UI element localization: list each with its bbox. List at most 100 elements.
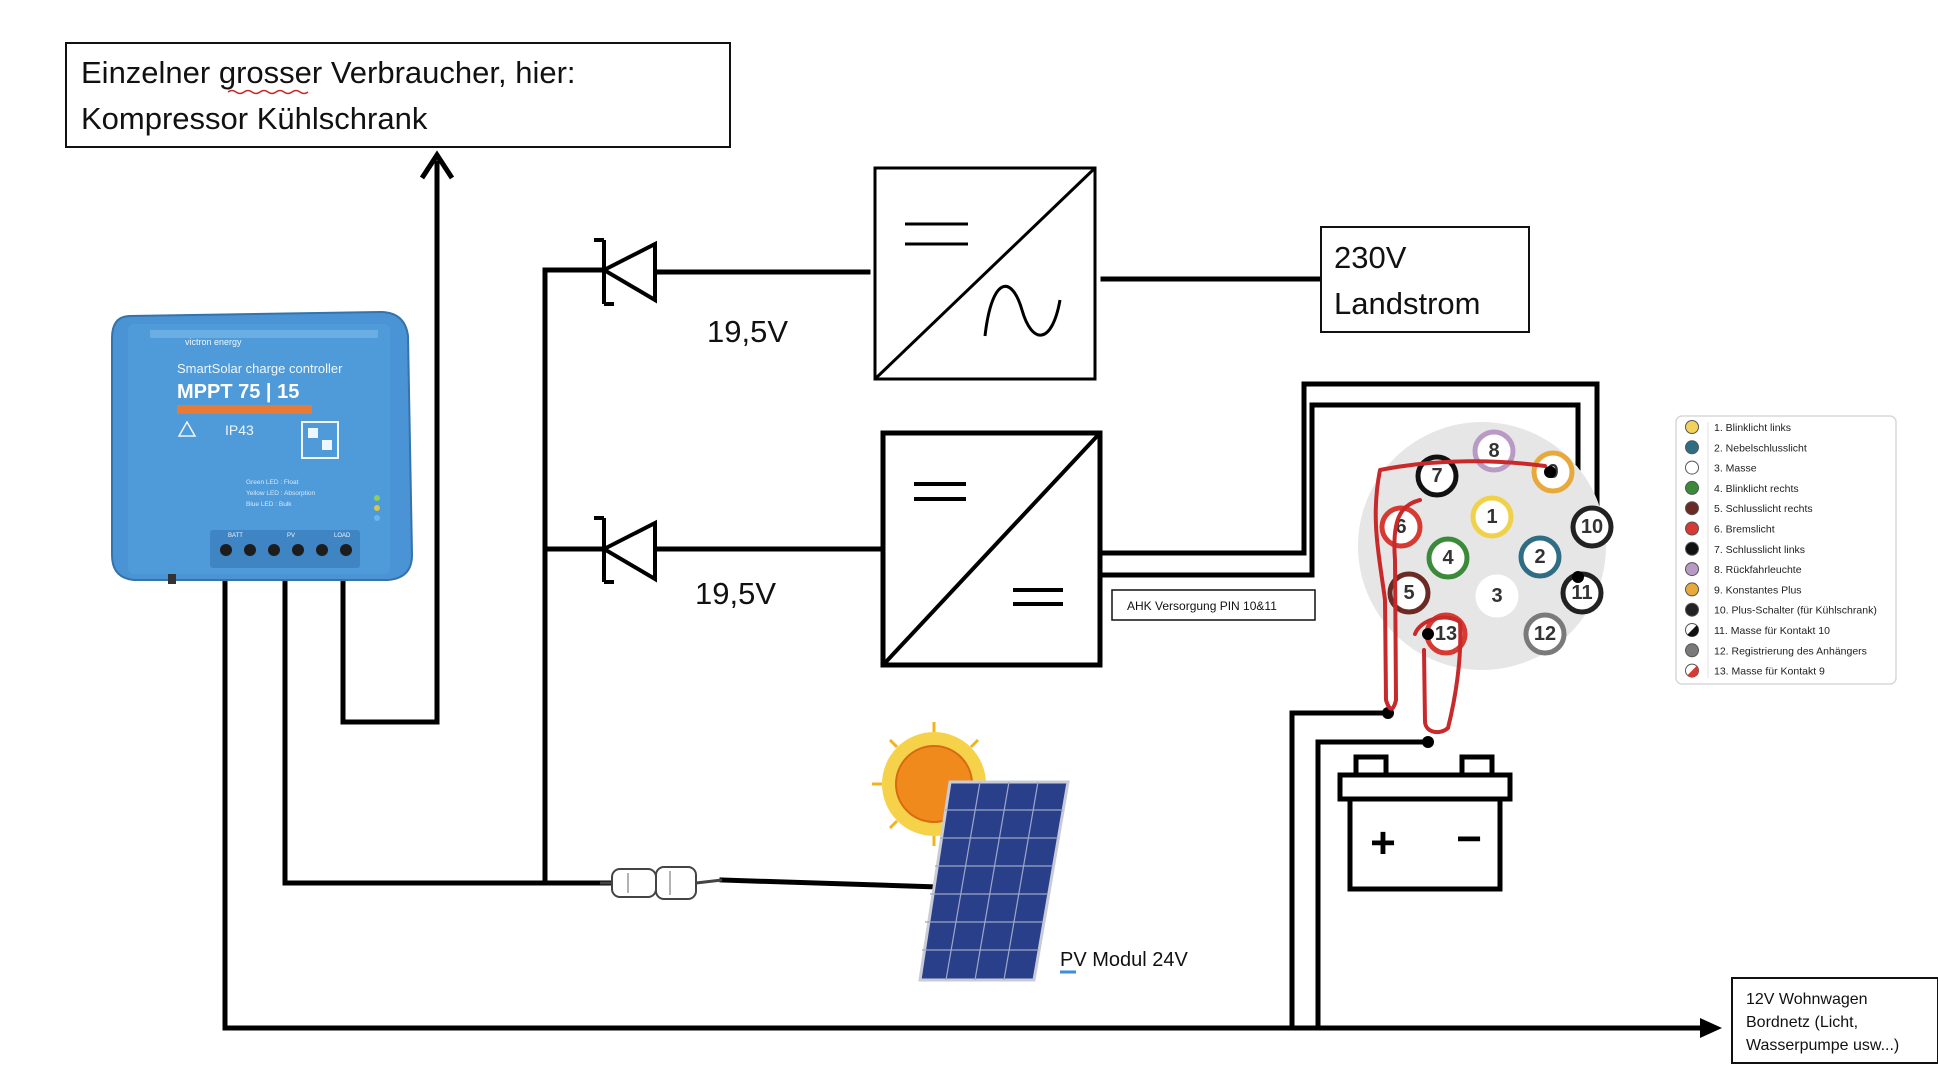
ahk-label: AHK Versorgung PIN 10&11 [1127,599,1277,613]
legend-swatch [1685,582,1699,597]
legend-swatch [1685,541,1699,556]
legend-swatch [1685,521,1699,536]
legend-label: 11. Masse für Kontakt 10 [1714,625,1830,637]
legend-swatch [1685,420,1699,434]
consumer-label-line1: Einzelner grosser Verbraucher, hier: [81,55,576,90]
red-wiring [1373,459,1547,735]
socket-pin-8: 8 [1472,429,1516,473]
legend-swatch-half [1687,666,1699,678]
battery-minus: − [1456,815,1482,864]
bordnetz-label-line2: Bordnetz (Licht, [1746,1014,1858,1031]
legend-row: 9. Konstantes Plus [1685,582,1802,597]
controller-subtitle: SmartSolar charge controller [177,361,343,376]
controller-led-2: Yellow LED : Absorption [246,490,316,497]
svg-text:2: 2 [1534,546,1545,568]
legend-row: 12. Registrierung des Anhängers [1685,643,1867,658]
dc-dc-converter [880,430,1103,668]
legend-swatch-half [1687,625,1699,637]
ahk-label-box: AHK Versorgung PIN 10&11 [1111,589,1316,621]
socket-pins: 1 2 3 4 5 6 7 8 9 10 11 12 13 [1379,429,1614,656]
legend-row: 13. Masse für Kontakt 9 [1685,663,1825,678]
svg-text:7: 7 [1431,465,1442,487]
svg-text:6: 6 [1395,516,1406,538]
legend-row: 8. Rückfahrleuchte [1685,562,1802,577]
legend-swatch [1685,602,1699,617]
socket-pin-2: 2 [1518,535,1562,579]
battery-plus: + [1370,819,1396,868]
legend-row: 5. Schlusslicht rechts [1685,501,1813,516]
diode-upper [594,238,657,306]
legend-swatch [1685,501,1699,516]
legend-row: 6. Bremslicht [1685,521,1775,536]
legend-row: 1. Blinklicht links [1685,420,1791,434]
bordnetz-label-line1: 12V Wohnwagen [1746,991,1868,1008]
landstrom-box: 230V Landstrom [1320,226,1530,333]
legend-label: 13. Masse für Kontakt 9 [1714,666,1825,678]
pin-legend: 1. Blinklicht links 2. Nebelschlusslicht 3… [1675,415,1897,685]
legend-swatch [1685,460,1699,475]
legend-label: 2. Nebelschlusslicht [1714,442,1807,454]
legend-label: 3. Masse [1714,463,1757,475]
socket-pin-5: 5 [1387,571,1431,615]
landstrom-label-line2: Landstrom [1334,286,1480,321]
controller-led-3: Blue LED : Bulk [246,501,292,508]
svg-text:1: 1 [1486,506,1497,528]
legend-row: 2. Nebelschlusslicht [1685,440,1807,455]
voltage-label-upper: 19,5V [707,314,788,349]
terminal-label-load: LOAD [334,533,351,539]
legend-row: 11. Masse für Kontakt 10 [1685,623,1830,637]
legend-row: 7. Schlusslicht links [1685,541,1805,556]
socket-pin-3: 3 [1475,574,1519,618]
svg-text:13: 13 [1435,623,1457,645]
controller-led-1: Green LED : Float [246,479,299,486]
terminal-label-batt: BATT [228,533,243,539]
battery-icon: + − [1337,754,1513,892]
legend-label: 6. Bremslicht [1714,524,1775,536]
legend-swatch [1685,643,1699,658]
ac-dc-converter [873,166,1097,381]
legend-swatch [1685,440,1699,455]
svg-text:3: 3 [1491,585,1502,607]
legend-row: 3. Masse [1685,460,1757,475]
consumer-box: Einzelner grosser Verbraucher, hier: Kom… [65,42,731,148]
landstrom-label-line1: 230V [1334,240,1407,275]
controller-ip-rating: IP43 [225,422,254,438]
controller-model: MPPT 75 | 15 [177,381,299,403]
terminal-label-pv: PV [287,533,295,539]
pv-panel [918,780,1070,982]
legend-row: 4. Blinklicht rechts [1685,480,1799,495]
socket-pin-10: 10 [1570,505,1614,549]
svg-text:12: 12 [1534,623,1556,645]
legend-label: 12. Registrierung des Anhängers [1714,645,1867,657]
svg-text:11: 11 [1571,582,1592,604]
wires [222,150,1722,1038]
legend-label: 5. Schlusslicht rechts [1714,503,1813,515]
socket-pin-1: 1 [1470,495,1514,539]
legend-label: 1. Blinklicht links [1714,422,1791,434]
voltage-label-lower: 19,5V [695,576,776,611]
socket-pin-11: 11 [1560,571,1604,615]
socket-pin-7: 7 [1415,454,1459,498]
bordnetz-label-line3: Wasserpumpe usw...) [1746,1037,1899,1054]
pv-label: PV Modul 24V [1060,949,1189,971]
legend-row: 10. Plus-Schalter (für Kühlschrank) [1685,602,1877,617]
charge-controller: victron energy SmartSolar charge control… [111,310,414,584]
svg-text:10: 10 [1581,516,1603,538]
legend-label: 9. Konstantes Plus [1714,584,1802,596]
legend-swatch [1685,562,1699,577]
socket-pin-4: 4 [1426,536,1470,580]
mc4-connector [600,866,723,900]
legend-label: 4. Blinklicht rechts [1714,483,1799,495]
svg-text:8: 8 [1488,440,1499,462]
legend-label: 8. Rückfahrleuchte [1714,564,1802,576]
svg-text:5: 5 [1403,582,1414,604]
diode-lower [594,516,657,584]
bordnetz-box: 12V Wohnwagen Bordnetz (Licht, Wasserpum… [1731,977,1938,1064]
socket-pin-12: 12 [1523,612,1567,656]
controller-brand: victron energy [185,337,242,347]
legend-swatch [1685,480,1699,495]
svg-text:4: 4 [1442,547,1454,569]
consumer-label-line2: Kompressor Kühlschrank [81,101,428,136]
legend-label: 7. Schlusslicht links [1714,544,1805,556]
